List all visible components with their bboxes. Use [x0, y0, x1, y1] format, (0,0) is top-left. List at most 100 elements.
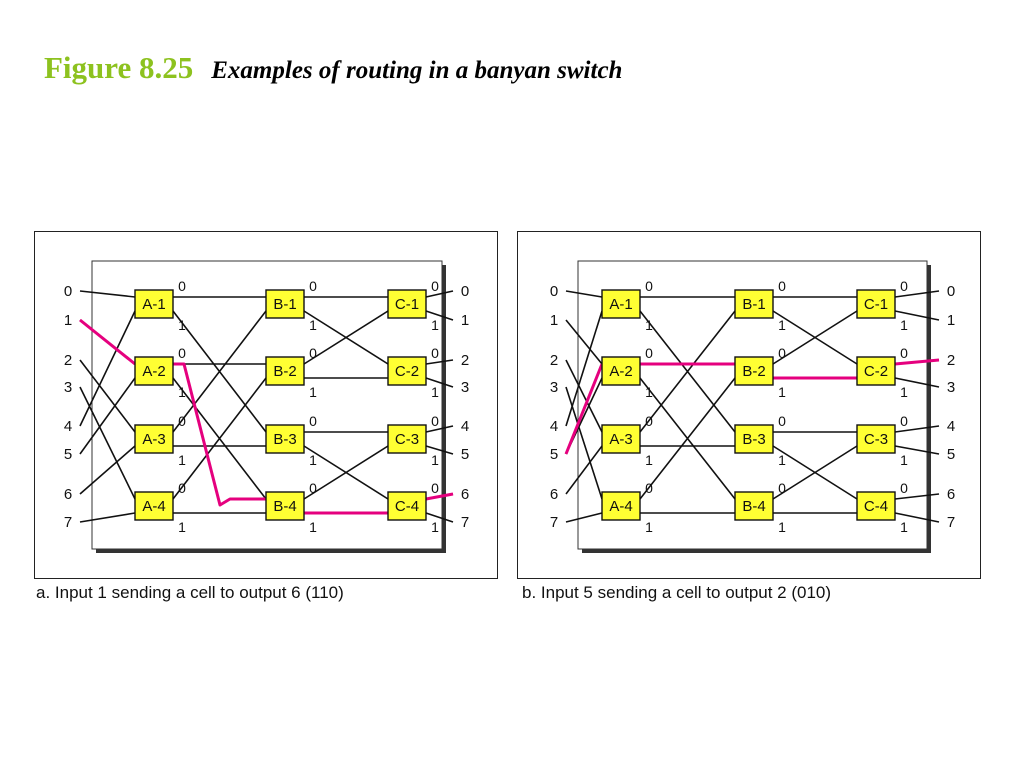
stage-bc-wire	[772, 445, 858, 500]
switch-box	[734, 356, 774, 386]
figure-caption: Examples of routing in a banyan switch	[211, 57, 623, 84]
route-path	[564, 363, 604, 455]
switch-label: C-3	[395, 431, 419, 448]
switch-label: B-1	[742, 296, 765, 313]
switch-box	[601, 289, 641, 319]
switch-box	[265, 356, 305, 386]
switch-box	[134, 356, 174, 386]
output-wire	[425, 359, 454, 365]
output-wire	[894, 377, 940, 388]
port-bit-label: 0	[900, 480, 908, 496]
switch-label: B-3	[742, 431, 765, 448]
port-bit-label: 0	[431, 345, 439, 361]
figure-title: Figure 8.25 Examples of routing in a ban…	[44, 50, 622, 86]
input-port-label: 4	[64, 418, 72, 435]
port-bit-label: 1	[900, 317, 908, 333]
port-bit-label: 0	[645, 480, 653, 496]
output-port-label: 2	[461, 352, 469, 369]
input-port-label: 2	[550, 352, 558, 369]
input-wire	[79, 445, 136, 495]
input-wire	[565, 512, 603, 523]
switch-box	[734, 289, 774, 319]
port-bit-label: 1	[309, 384, 317, 400]
switch-label: B-3	[273, 431, 296, 448]
port-bit-label: 0	[778, 345, 786, 361]
input-wire	[565, 290, 603, 298]
output-port-label: 5	[461, 446, 469, 463]
port-bit-label: 1	[178, 452, 186, 468]
switch-label: B-2	[742, 363, 765, 380]
stage-ab-wire	[172, 310, 267, 433]
banyan-diagram-a: A-101A-201A-301A-401B-101B-201B-301B-401…	[64, 260, 469, 553]
input-port-label: 1	[64, 312, 72, 329]
panel-a-caption: a. Input 1 sending a cell to output 6 (1…	[36, 583, 344, 602]
input-port-label: 3	[550, 379, 558, 396]
input-wire	[565, 445, 603, 495]
port-bit-label: 0	[645, 278, 653, 294]
port-bit-label: 1	[309, 452, 317, 468]
input-wire	[565, 359, 603, 433]
switch-label: A-1	[142, 296, 165, 313]
port-bit-label: 0	[178, 278, 186, 294]
switch-box	[387, 289, 427, 319]
route-path	[173, 362, 266, 507]
switch-label: C-4	[395, 498, 419, 515]
port-bit-label: 0	[645, 413, 653, 429]
port-bit-label: 1	[778, 519, 786, 535]
output-wire	[425, 425, 454, 433]
route-path	[79, 318, 136, 366]
switch-box	[134, 491, 174, 521]
port-bit-label: 1	[778, 317, 786, 333]
wiring	[565, 290, 940, 523]
port-bit-label: 0	[900, 413, 908, 429]
input-wire	[565, 319, 603, 365]
switch-box	[601, 491, 641, 521]
stage-bc-wire	[303, 310, 389, 365]
port-bit-label: 0	[309, 345, 317, 361]
switch-label: C-2	[864, 363, 888, 380]
route-path	[425, 492, 454, 501]
stage-ab-wire	[172, 377, 267, 500]
input-port-label: 1	[550, 312, 558, 329]
switch-box	[601, 356, 641, 386]
output-wire	[425, 290, 454, 298]
input-wire	[79, 290, 136, 298]
output-wire	[425, 445, 454, 455]
switch-label: C-1	[864, 296, 888, 313]
port-bit-label: 1	[178, 384, 186, 400]
port-bit-label: 0	[431, 413, 439, 429]
port-bit-label: 1	[900, 452, 908, 468]
switch-label: A-3	[609, 431, 632, 448]
input-port-label: 6	[64, 486, 72, 503]
stage-bc-wire	[772, 310, 858, 365]
switch-box	[387, 424, 427, 454]
output-port-label: 2	[947, 352, 955, 369]
port-bit-label: 0	[900, 345, 908, 361]
output-wire	[894, 290, 940, 298]
port-bit-label: 0	[178, 480, 186, 496]
switch-label: A-2	[609, 363, 632, 380]
port-bit-label: 0	[778, 278, 786, 294]
port-bit-label: 0	[431, 278, 439, 294]
switch-label: A-4	[609, 498, 632, 515]
stage-ab-wire	[639, 377, 736, 500]
switch-label: A-3	[142, 431, 165, 448]
input-port-label: 7	[550, 514, 558, 531]
output-port-label: 7	[947, 514, 955, 531]
switch-box	[265, 491, 305, 521]
switch-box	[387, 491, 427, 521]
switch-label: A-2	[142, 363, 165, 380]
switch-label: C-1	[395, 296, 419, 313]
switch-box	[856, 491, 896, 521]
output-port-label: 1	[461, 312, 469, 329]
figure-label: Figure 8.25	[44, 50, 194, 85]
input-port-label: 0	[550, 283, 558, 300]
switch-box	[734, 491, 774, 521]
switch-label: C-3	[864, 431, 888, 448]
port-bit-label: 1	[645, 519, 653, 535]
wiring	[79, 290, 454, 523]
output-port-label: 7	[461, 514, 469, 531]
port-bit-label: 0	[309, 413, 317, 429]
port-bit-label: 1	[309, 317, 317, 333]
